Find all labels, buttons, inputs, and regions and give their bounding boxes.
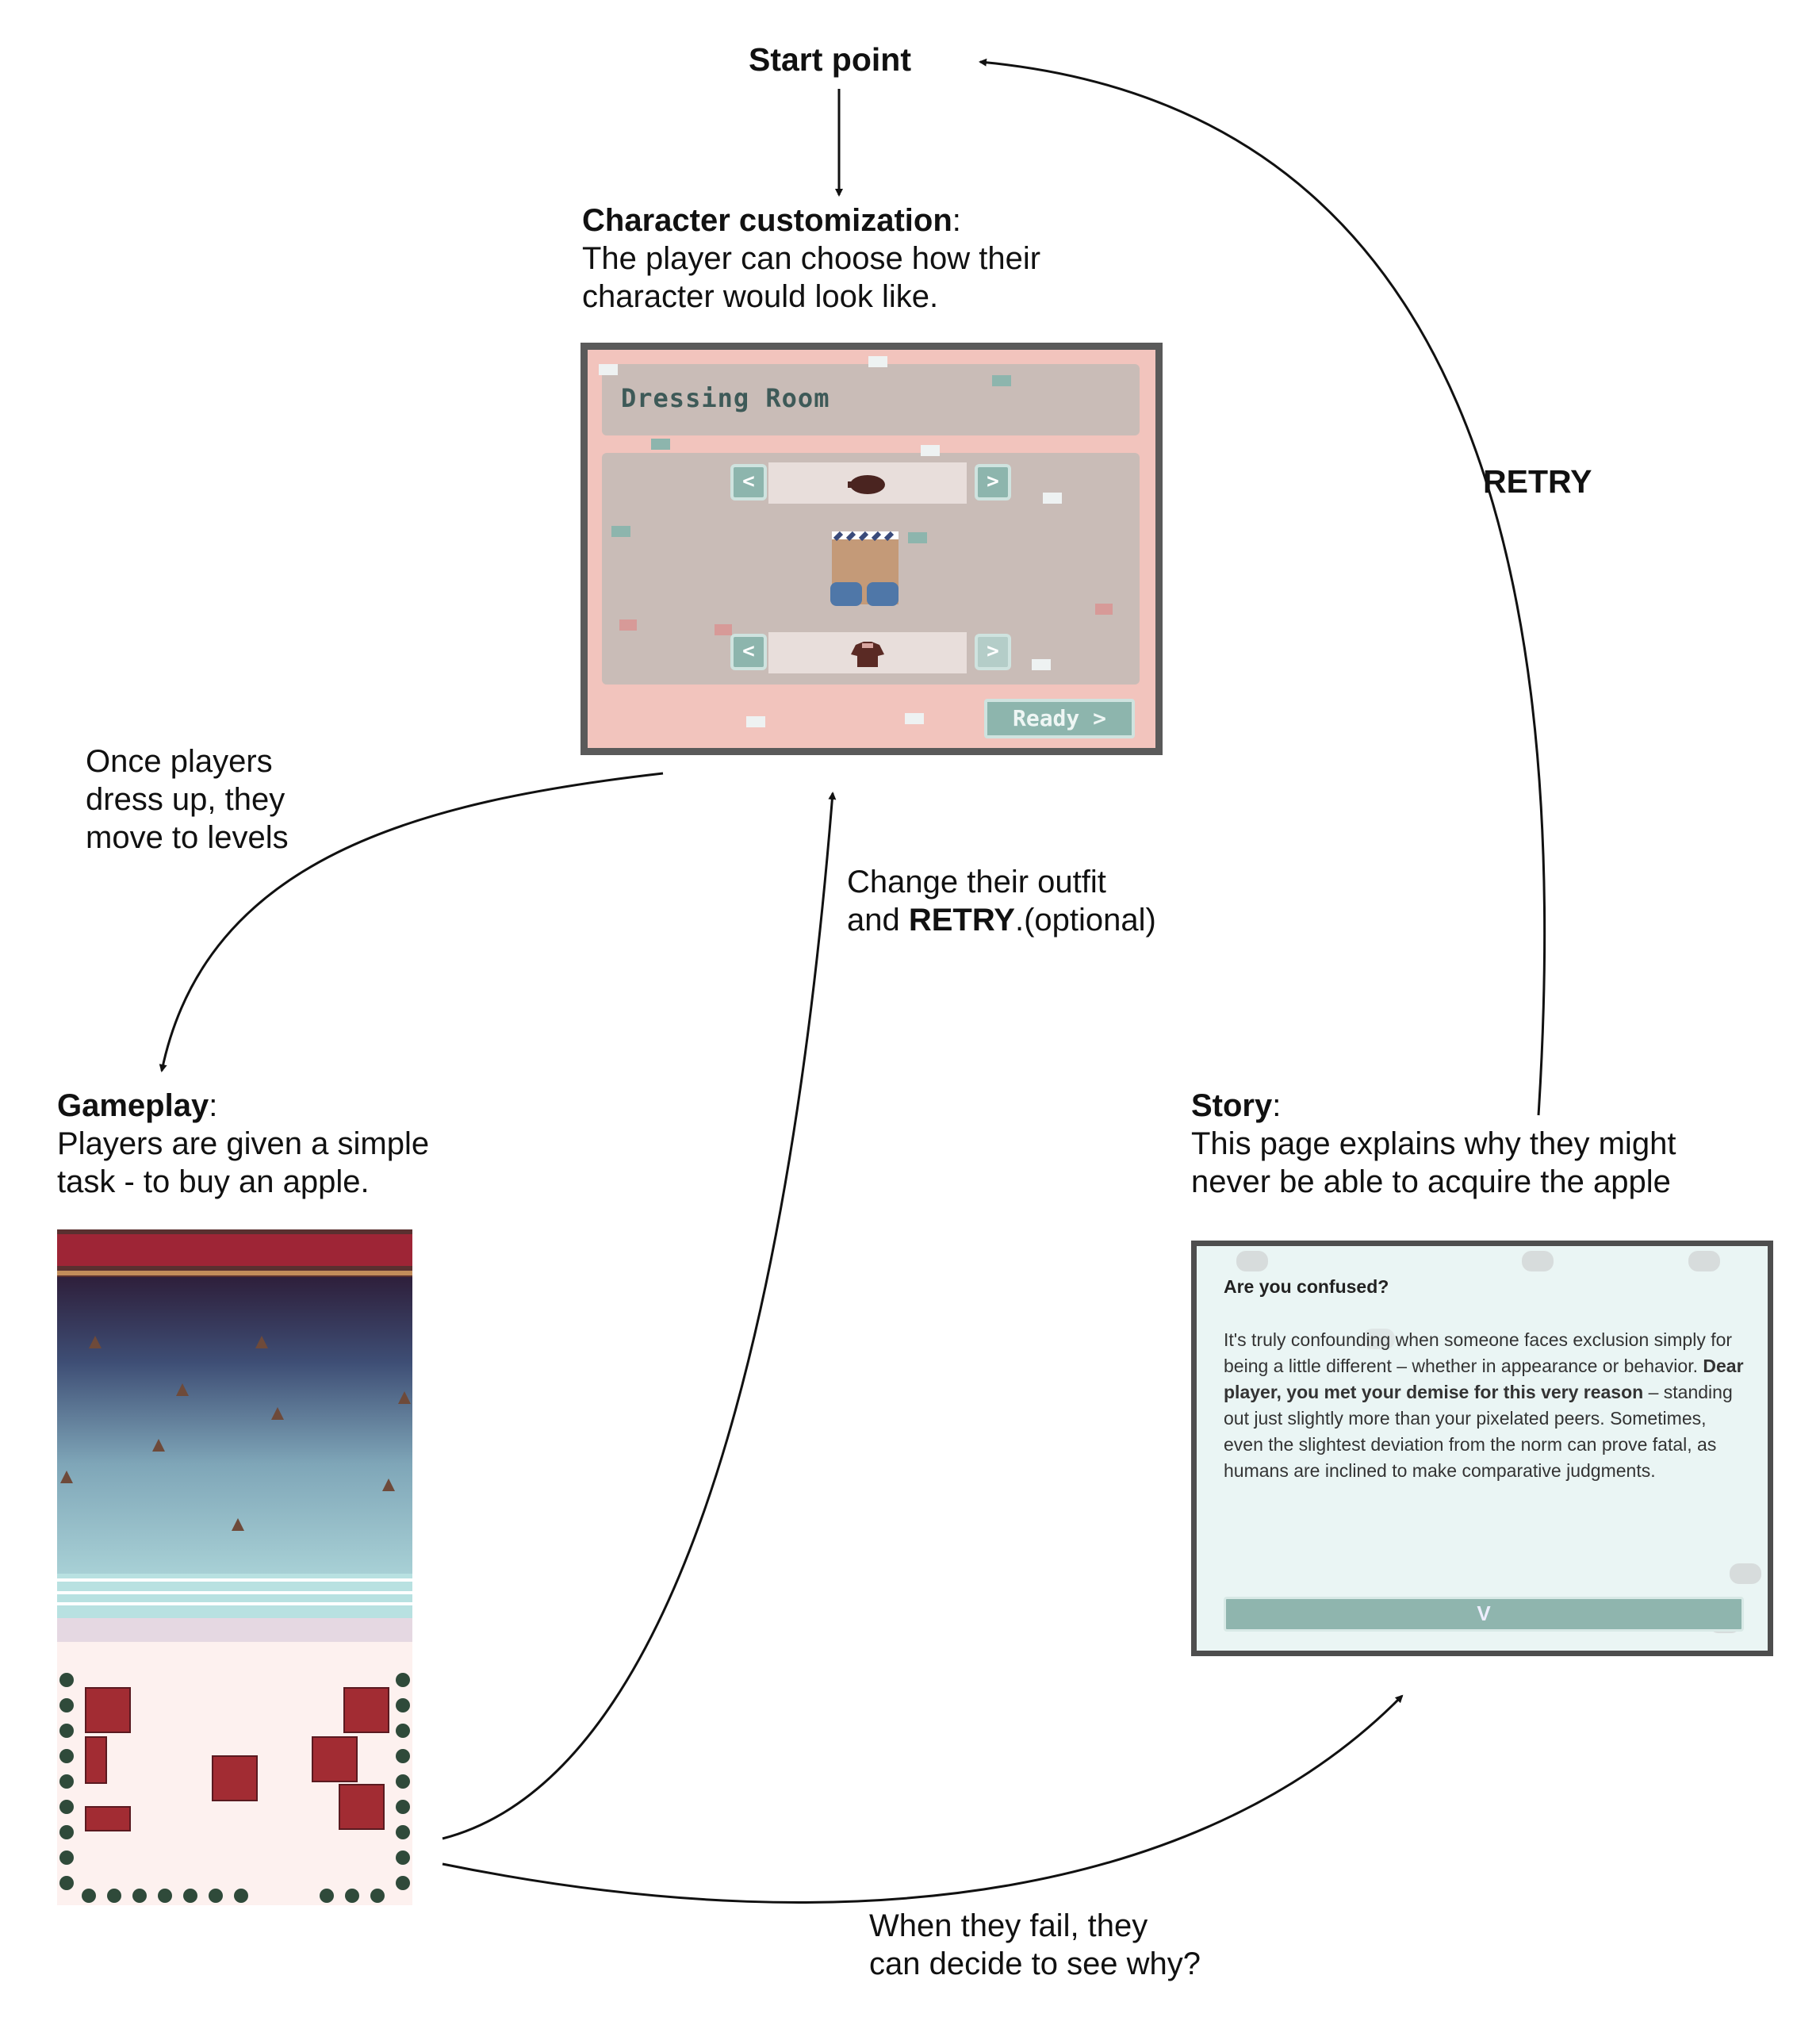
dress-up-caption: Once players dress up, they move to leve… [86,742,289,857]
gameplay-desc-line1: Players are given a simple [57,1126,430,1161]
character-colon: : [952,203,961,238]
gameplay-title: Gameplay [57,1088,209,1123]
story-screen: Are you confused? It's truly confounding… [1191,1241,1773,1656]
gameplay-scene [57,1229,412,1905]
top-next-button[interactable]: > [975,634,1011,670]
shirt-icon [851,642,884,667]
arrow-story-to-start [979,58,1546,1116]
top-slot [768,632,967,673]
top-prev-button[interactable]: < [730,634,767,670]
hat-next-button[interactable]: > [975,464,1011,500]
dressing-room-title: Dressing Room [621,383,830,413]
fail-caption: When they fail, they can decide to see w… [869,1907,1201,1983]
hat-slot [768,462,967,504]
arrow-gameplay-to-story [442,1694,1404,1904]
dressing-room-screen: Dressing Room < > < > Ready > [580,343,1163,755]
character-customization-title: Character customization [582,203,952,238]
gameplay-desc-line2: task - to buy an apple. [57,1164,370,1199]
gameplay-caption: Gameplay: Players are given a simple tas… [57,1087,429,1201]
story-question: Are you confused? [1224,1276,1389,1297]
character-desc-line1: The player can choose how their [582,241,1041,276]
dress-up-line2: dress up, they [86,782,285,817]
hat-prev-button[interactable]: < [730,464,767,500]
dress-up-line1: Once players [86,744,273,779]
fail-line2: can decide to see why? [869,1946,1201,1981]
arrow-customization-to-gameplay [159,772,664,1072]
story-title: Story [1191,1088,1273,1123]
story-body: It's truly confounding when someone face… [1224,1329,1744,1481]
change-outfit-line2-post: .(optional) [1014,903,1156,938]
gameplay-screen [57,1229,412,1905]
story-caption: Story: This page explains why they might… [1191,1087,1676,1201]
start-point-label: Start point [749,41,911,78]
story-colon: : [1272,1088,1282,1123]
story-desc-line1: This page explains why they might [1191,1126,1676,1161]
change-outfit-retry: RETRY [908,903,1015,938]
ready-button[interactable]: Ready > [984,699,1135,738]
hat-icon [848,475,885,494]
character-preview [830,531,899,606]
story-desc-line2: never be able to acquire the apple [1191,1164,1671,1199]
change-outfit-caption: Change their outfit and RETRY.(optional) [847,863,1156,939]
gameplay-colon: : [209,1088,218,1123]
outfit-panel: < > < > [602,453,1140,685]
fail-line1: When they fail, they [869,1908,1148,1943]
story-continue-button[interactable]: V [1224,1597,1744,1632]
character-customization-caption: Character customization: The player can … [582,201,1040,316]
character-desc-line2: character would look like. [582,279,939,314]
arrow-gameplay-to-customization [442,792,837,1840]
retry-label: RETRY [1483,463,1592,500]
dress-up-line3: move to levels [86,820,289,855]
change-outfit-line2-pre: and [847,903,909,938]
dressing-room-header: Dressing Room [602,364,1140,435]
change-outfit-line1: Change their outfit [847,865,1106,899]
